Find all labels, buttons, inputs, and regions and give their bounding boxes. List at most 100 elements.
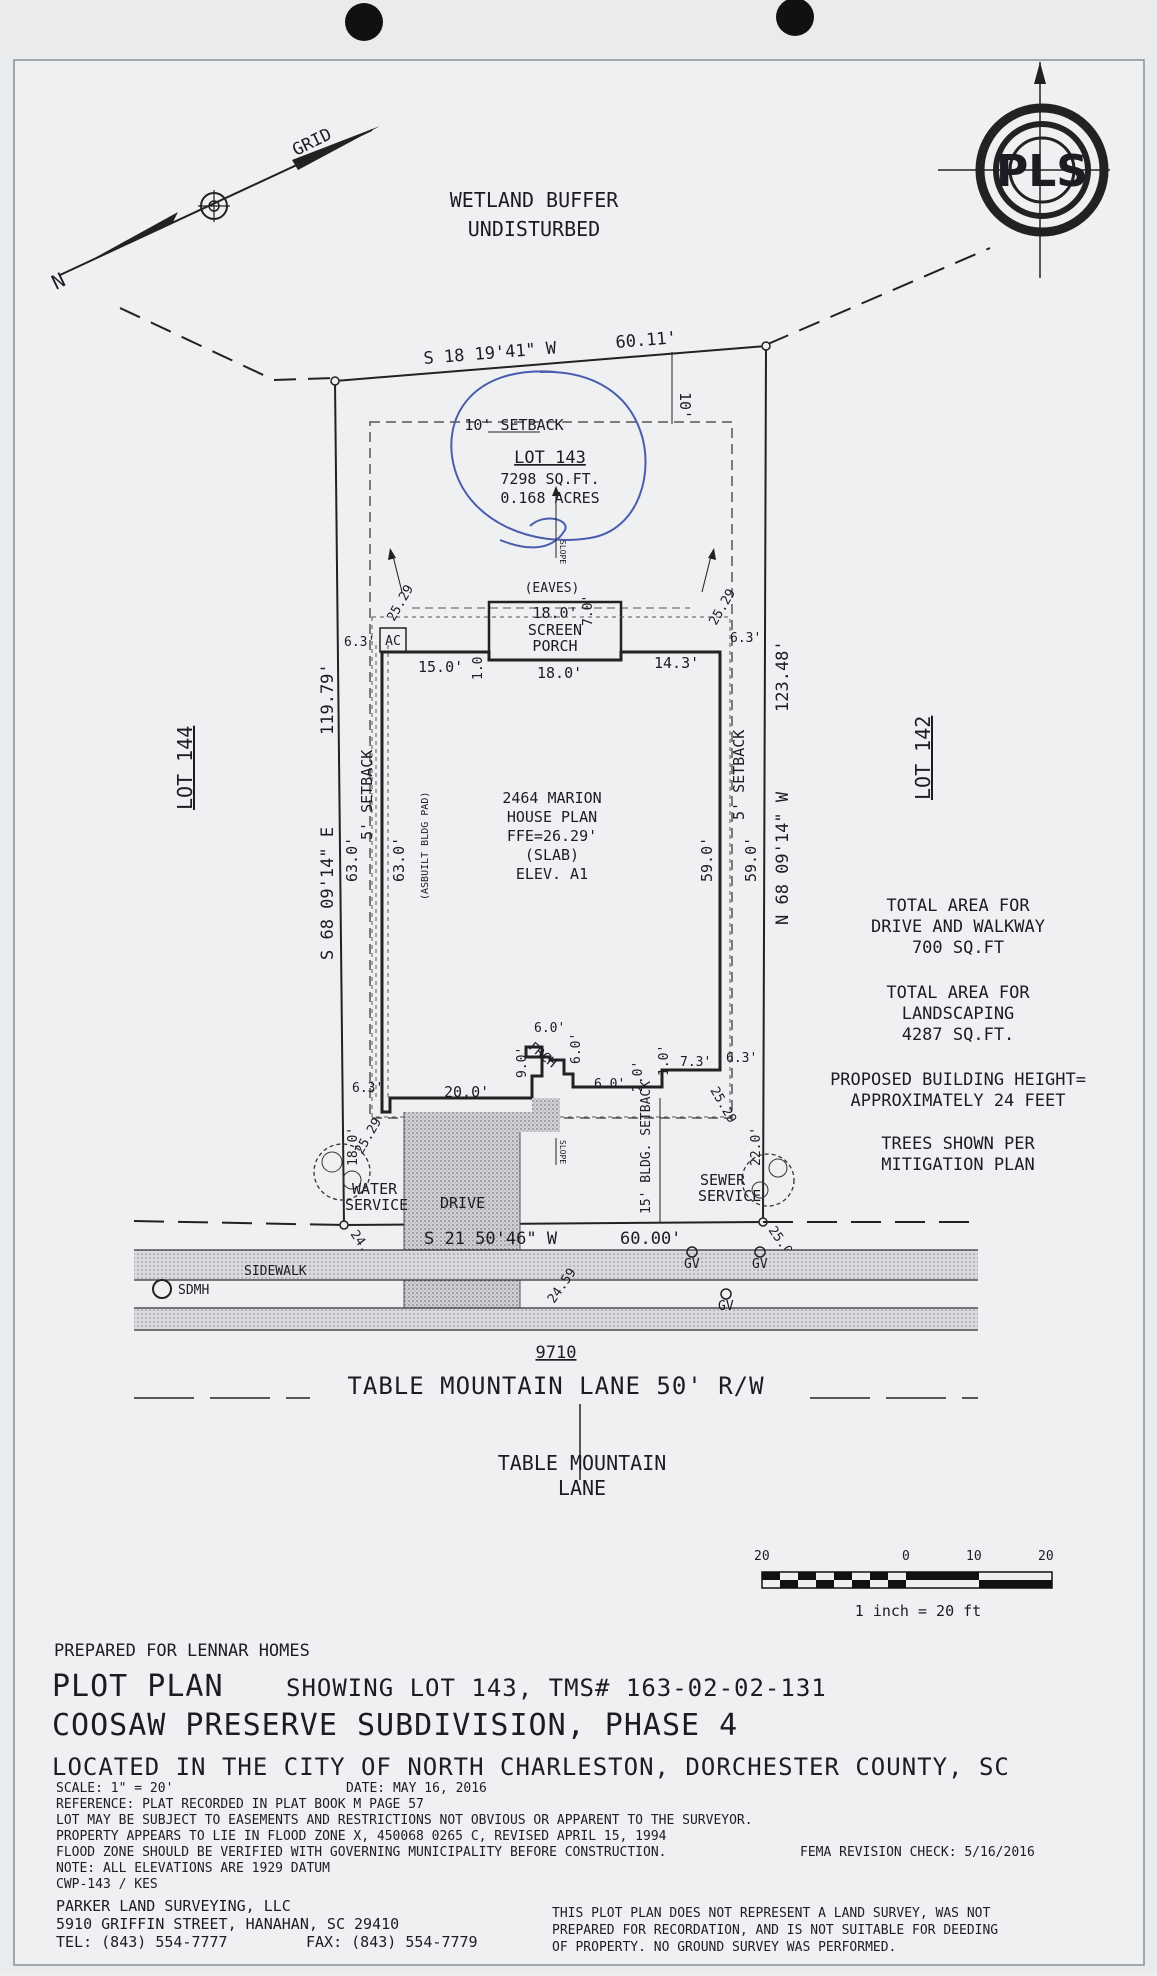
pls-logo: PLS xyxy=(938,62,1110,278)
hand-drawn-circle xyxy=(450,370,647,542)
dim-20: 20.0' xyxy=(444,1083,489,1101)
setback-5-left: 5' SETBACK xyxy=(358,750,376,840)
asbuilt-pad xyxy=(371,616,731,1118)
street-row: TABLE MOUNTAIN LANE 50' R/W xyxy=(347,1372,764,1400)
scale-caption: 1 inch = 20 ft xyxy=(855,1602,981,1620)
landscape-line2: LANDSCAPING xyxy=(902,1004,1015,1024)
house-line2: HOUSE PLAN xyxy=(507,808,597,826)
porch-line1: SCREEN xyxy=(528,621,582,639)
dim-6-0-bottom: 6.0' xyxy=(594,1077,625,1092)
sewer-service-2: SERVICE xyxy=(698,1187,761,1205)
disclaimer-3: OF PROPERTY. NO GROUND SURVEY WAS PERFOR… xyxy=(552,1940,896,1955)
scale-20-left: 20 xyxy=(754,1549,770,1564)
left-distance: 119.79' xyxy=(318,663,338,735)
house-line3: FFE=26.29' xyxy=(507,827,597,845)
house-line1: 2464 MARION xyxy=(502,789,601,807)
slope-label-drive: SLOPE xyxy=(558,1140,567,1164)
lot-name: LOT 143 xyxy=(514,448,586,468)
setback-5-right: 5' SETBACK xyxy=(730,730,748,820)
dim-6-3-top-left: 6.3' xyxy=(344,635,375,650)
setback-10-label: 10' SETBACK xyxy=(464,416,563,434)
dim-6-3-bottom-left: 6.3' xyxy=(352,1081,383,1096)
right-distance: 123.48' xyxy=(773,640,793,712)
pls-logo-text: PLS xyxy=(996,146,1088,197)
dim-14-3: 14.3' xyxy=(654,654,699,672)
note-3: FLOOD ZONE SHOULD BE VERIFIED WITH GOVER… xyxy=(56,1845,666,1860)
asbuilt-pad-label: (ASBUILT BLDG PAD) xyxy=(420,792,431,900)
setback-15-label: 15' BLDG. SETBACK xyxy=(639,1081,654,1214)
tree-right xyxy=(741,1153,795,1207)
tree-left xyxy=(313,1143,371,1201)
dim-6-0-side: 6.0' xyxy=(569,1033,584,1064)
landscape-line3: 4287 SQ.FT. xyxy=(902,1025,1015,1045)
rear-distance: 60.11' xyxy=(615,328,678,353)
subdivision: COOSAW PRESERVE SUBDIVISION, PHASE 4 xyxy=(52,1708,738,1743)
scale-note: SCALE: 1" = 20' xyxy=(56,1781,173,1796)
scale-10: 10 xyxy=(966,1549,982,1564)
disclaimer-2: PREPARED FOR RECORDATION, AND IS NOT SUI… xyxy=(552,1923,998,1938)
front-distance: 60.00' xyxy=(620,1229,681,1249)
lot-142-label: LOT 142 xyxy=(911,716,935,800)
dim-2-0: 2.0' xyxy=(631,1061,646,1092)
dim-6-3-bottom-right: 6.3' xyxy=(726,1051,757,1066)
lot-144-label: LOT 144 xyxy=(173,726,197,810)
eaves-label: (EAVES) xyxy=(525,581,580,596)
fema-check: FEMA REVISION CHECK: 5/16/2016 xyxy=(800,1845,1035,1860)
porch-depth: 7.0' xyxy=(581,595,596,626)
sewer-service-1: SEWER xyxy=(700,1171,746,1189)
height-line2: APPROXIMATELY 24 FEET xyxy=(851,1091,1066,1111)
drive-area-line1: TOTAL AREA FOR xyxy=(886,896,1030,916)
note-4: NOTE: ALL ELEVATIONS ARE 1929 DATUM xyxy=(56,1861,330,1876)
sidewalk-label: SIDEWALK xyxy=(244,1264,307,1279)
left-bearing: S 68 09'14" E xyxy=(318,827,338,960)
water-service-2: SERVICE xyxy=(345,1196,408,1214)
plot-plan-title: PLOT PLAN xyxy=(52,1669,224,1704)
house-line5: ELEV. A1 xyxy=(516,865,588,883)
sdmh-label: SDMH xyxy=(178,1283,209,1298)
company-tel: TEL: (843) 554-7777 xyxy=(56,1933,228,1951)
company-name: PARKER LAND SURVEYING, LLC xyxy=(56,1897,291,1915)
showing-lot: SHOWING LOT 143, TMS# 163-02-02-131 xyxy=(286,1674,827,1702)
ac-label: AC xyxy=(385,634,401,649)
sidewalk-strip xyxy=(134,1250,978,1280)
date-note: DATE: MAY 16, 2016 xyxy=(346,1781,487,1796)
water-service-1: WATER xyxy=(352,1180,398,1198)
slope-label-top: SLOPE xyxy=(558,540,567,564)
gv-label-1: GV xyxy=(684,1257,700,1272)
dim-6-3-top-right: 6.3' xyxy=(730,631,761,646)
wetland-line2: UNDISTURBED xyxy=(468,217,600,241)
street-name-1: TABLE MOUNTAIN xyxy=(498,1451,667,1475)
punch-hole-left xyxy=(345,3,383,41)
front-bearing: S 21 50'46" W xyxy=(424,1229,558,1249)
dim-7-3: 7.3' xyxy=(680,1055,711,1070)
wetland-line1: WETLAND BUFFER xyxy=(450,188,620,212)
sdmh-symbol xyxy=(152,1279,172,1299)
note-1: LOT MAY BE SUBJECT TO EASEMENTS AND REST… xyxy=(56,1813,753,1828)
dim-63-outer: 63.0' xyxy=(343,837,361,882)
located: LOCATED IN THE CITY OF NORTH CHARLESTON,… xyxy=(52,1753,1010,1781)
dim-59-inner: 59.0' xyxy=(698,837,716,882)
drive-label: DRIVE xyxy=(440,1194,485,1212)
landscape-line1: TOTAL AREA FOR xyxy=(886,983,1030,1003)
wetland-buffer-line xyxy=(119,307,336,382)
right-bearing: N 68 09'14" W xyxy=(773,791,793,925)
dim-22-0: 22.0' xyxy=(749,1127,764,1166)
paper-sheet xyxy=(13,59,1145,1966)
disclaimer-1: THIS PLOT PLAN DOES NOT REPRESENT A LAND… xyxy=(552,1906,990,1921)
scale-bar xyxy=(761,1571,1053,1589)
trees-line1: TREES SHOWN PER xyxy=(881,1134,1035,1154)
scale-20-right: 20 xyxy=(1038,1549,1054,1564)
drive-area-line2: DRIVE AND WALKWAY xyxy=(871,917,1045,937)
dim-15: 15.0' xyxy=(418,658,463,676)
company-address: 5910 GRIFFIN STREET, HANAHAN, SC 29410 xyxy=(56,1915,399,1933)
street-name-2: LANE xyxy=(558,1476,606,1500)
prepared-for: PREPARED FOR LENNAR HOMES xyxy=(54,1641,310,1661)
lot-acres: 0.168 ACRES xyxy=(500,489,599,507)
porch-width: 18.0' xyxy=(532,604,577,622)
street-number: 9710 xyxy=(536,1343,577,1363)
note-2: PROPERTY APPEARS TO LIE IN FLOOD ZONE X,… xyxy=(56,1829,667,1844)
height-line1: PROPOSED BUILDING HEIGHT= xyxy=(830,1070,1086,1090)
trees-line2: MITIGATION PLAN xyxy=(881,1155,1035,1175)
